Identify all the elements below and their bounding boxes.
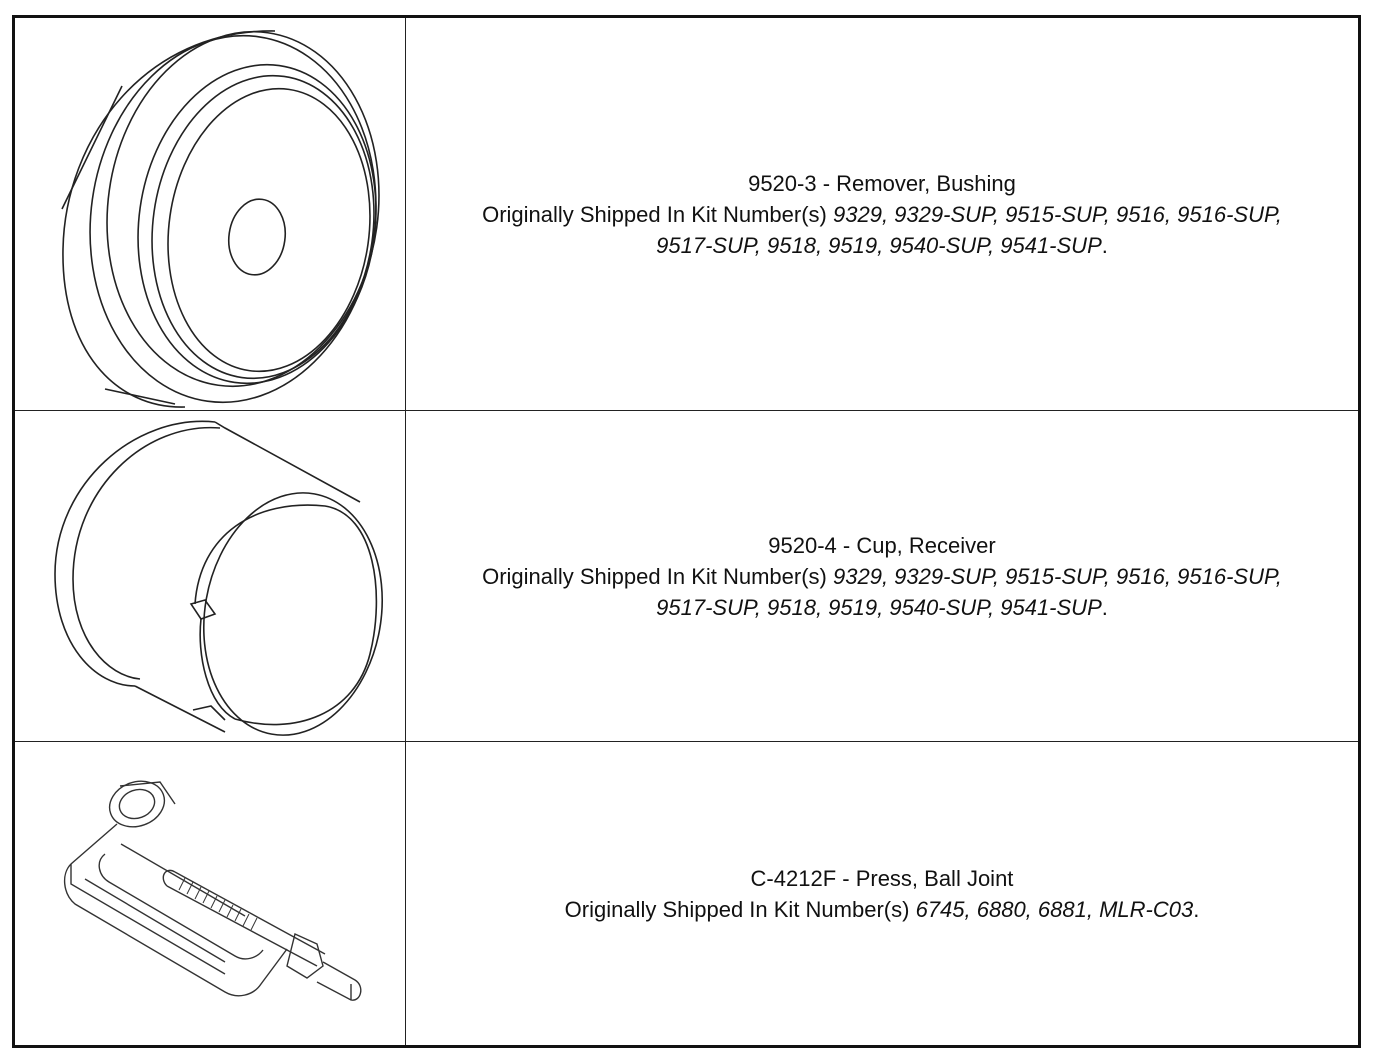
kit-prefix: Originally Shipped In Kit Number(s)	[564, 896, 910, 922]
kit-numbers: 9517-SUP, 9518, 9519, 9540-SUP, 9541-SUP	[656, 232, 1102, 258]
tool-description-cell: 9520-3 - Remover, Bushing Originally Shi…	[406, 18, 1358, 411]
tool-image-cell	[15, 742, 406, 1045]
ball-joint-press-icon	[64, 780, 362, 1001]
tool-table: 9520-3 - Remover, Bushing Originally Shi…	[12, 15, 1361, 1048]
tool-description: 9520-3 - Remover, Bushing Originally Shi…	[464, 168, 1300, 261]
kit-suffix: .	[1193, 896, 1200, 922]
tool-description-cell: C-4212F - Press, Ball Joint Originally S…	[406, 742, 1358, 1045]
tool-description: C-4212F - Press, Ball Joint Originally S…	[547, 863, 1218, 925]
kit-numbers: 6745, 6880, 6881, MLR-C03	[915, 896, 1194, 922]
kit-line: Originally Shipped In Kit Number(s) 9329…	[482, 199, 1282, 230]
receiver-cup-icon	[54, 420, 384, 736]
tool-title: 9520-4 - Cup, Receiver	[768, 532, 996, 558]
kit-line: Originally Shipped In Kit Number(s) 6745…	[565, 894, 1200, 925]
tool-description: 9520-4 - Cup, Receiver Originally Shippe…	[464, 530, 1300, 623]
kit-suffix: .	[1101, 232, 1108, 258]
kit-numbers: 9329, 9329-SUP, 9515-SUP, 9516, 9516-SUP…	[833, 563, 1282, 589]
tool-image-cell	[15, 411, 406, 742]
kit-line: 9517-SUP, 9518, 9519, 9540-SUP, 9541-SUP…	[482, 592, 1282, 623]
kit-suffix: .	[1101, 594, 1108, 620]
kit-prefix: Originally Shipped In Kit Number(s)	[482, 201, 827, 227]
kit-line: Originally Shipped In Kit Number(s) 9329…	[482, 561, 1282, 592]
tool-image-cell	[15, 18, 406, 411]
kit-line: 9517-SUP, 9518, 9519, 9540-SUP, 9541-SUP…	[482, 230, 1282, 261]
bushing-remover-icon	[61, 30, 380, 408]
kit-numbers: 9329, 9329-SUP, 9515-SUP, 9516, 9516-SUP…	[833, 201, 1282, 227]
kit-prefix: Originally Shipped In Kit Number(s)	[482, 563, 827, 589]
tool-title: 9520-3 - Remover, Bushing	[748, 170, 1016, 196]
tool-description-cell: 9520-4 - Cup, Receiver Originally Shippe…	[406, 411, 1358, 742]
tool-title: C-4212F - Press, Ball Joint	[750, 865, 1014, 891]
kit-numbers: 9517-SUP, 9518, 9519, 9540-SUP, 9541-SUP	[656, 594, 1102, 620]
